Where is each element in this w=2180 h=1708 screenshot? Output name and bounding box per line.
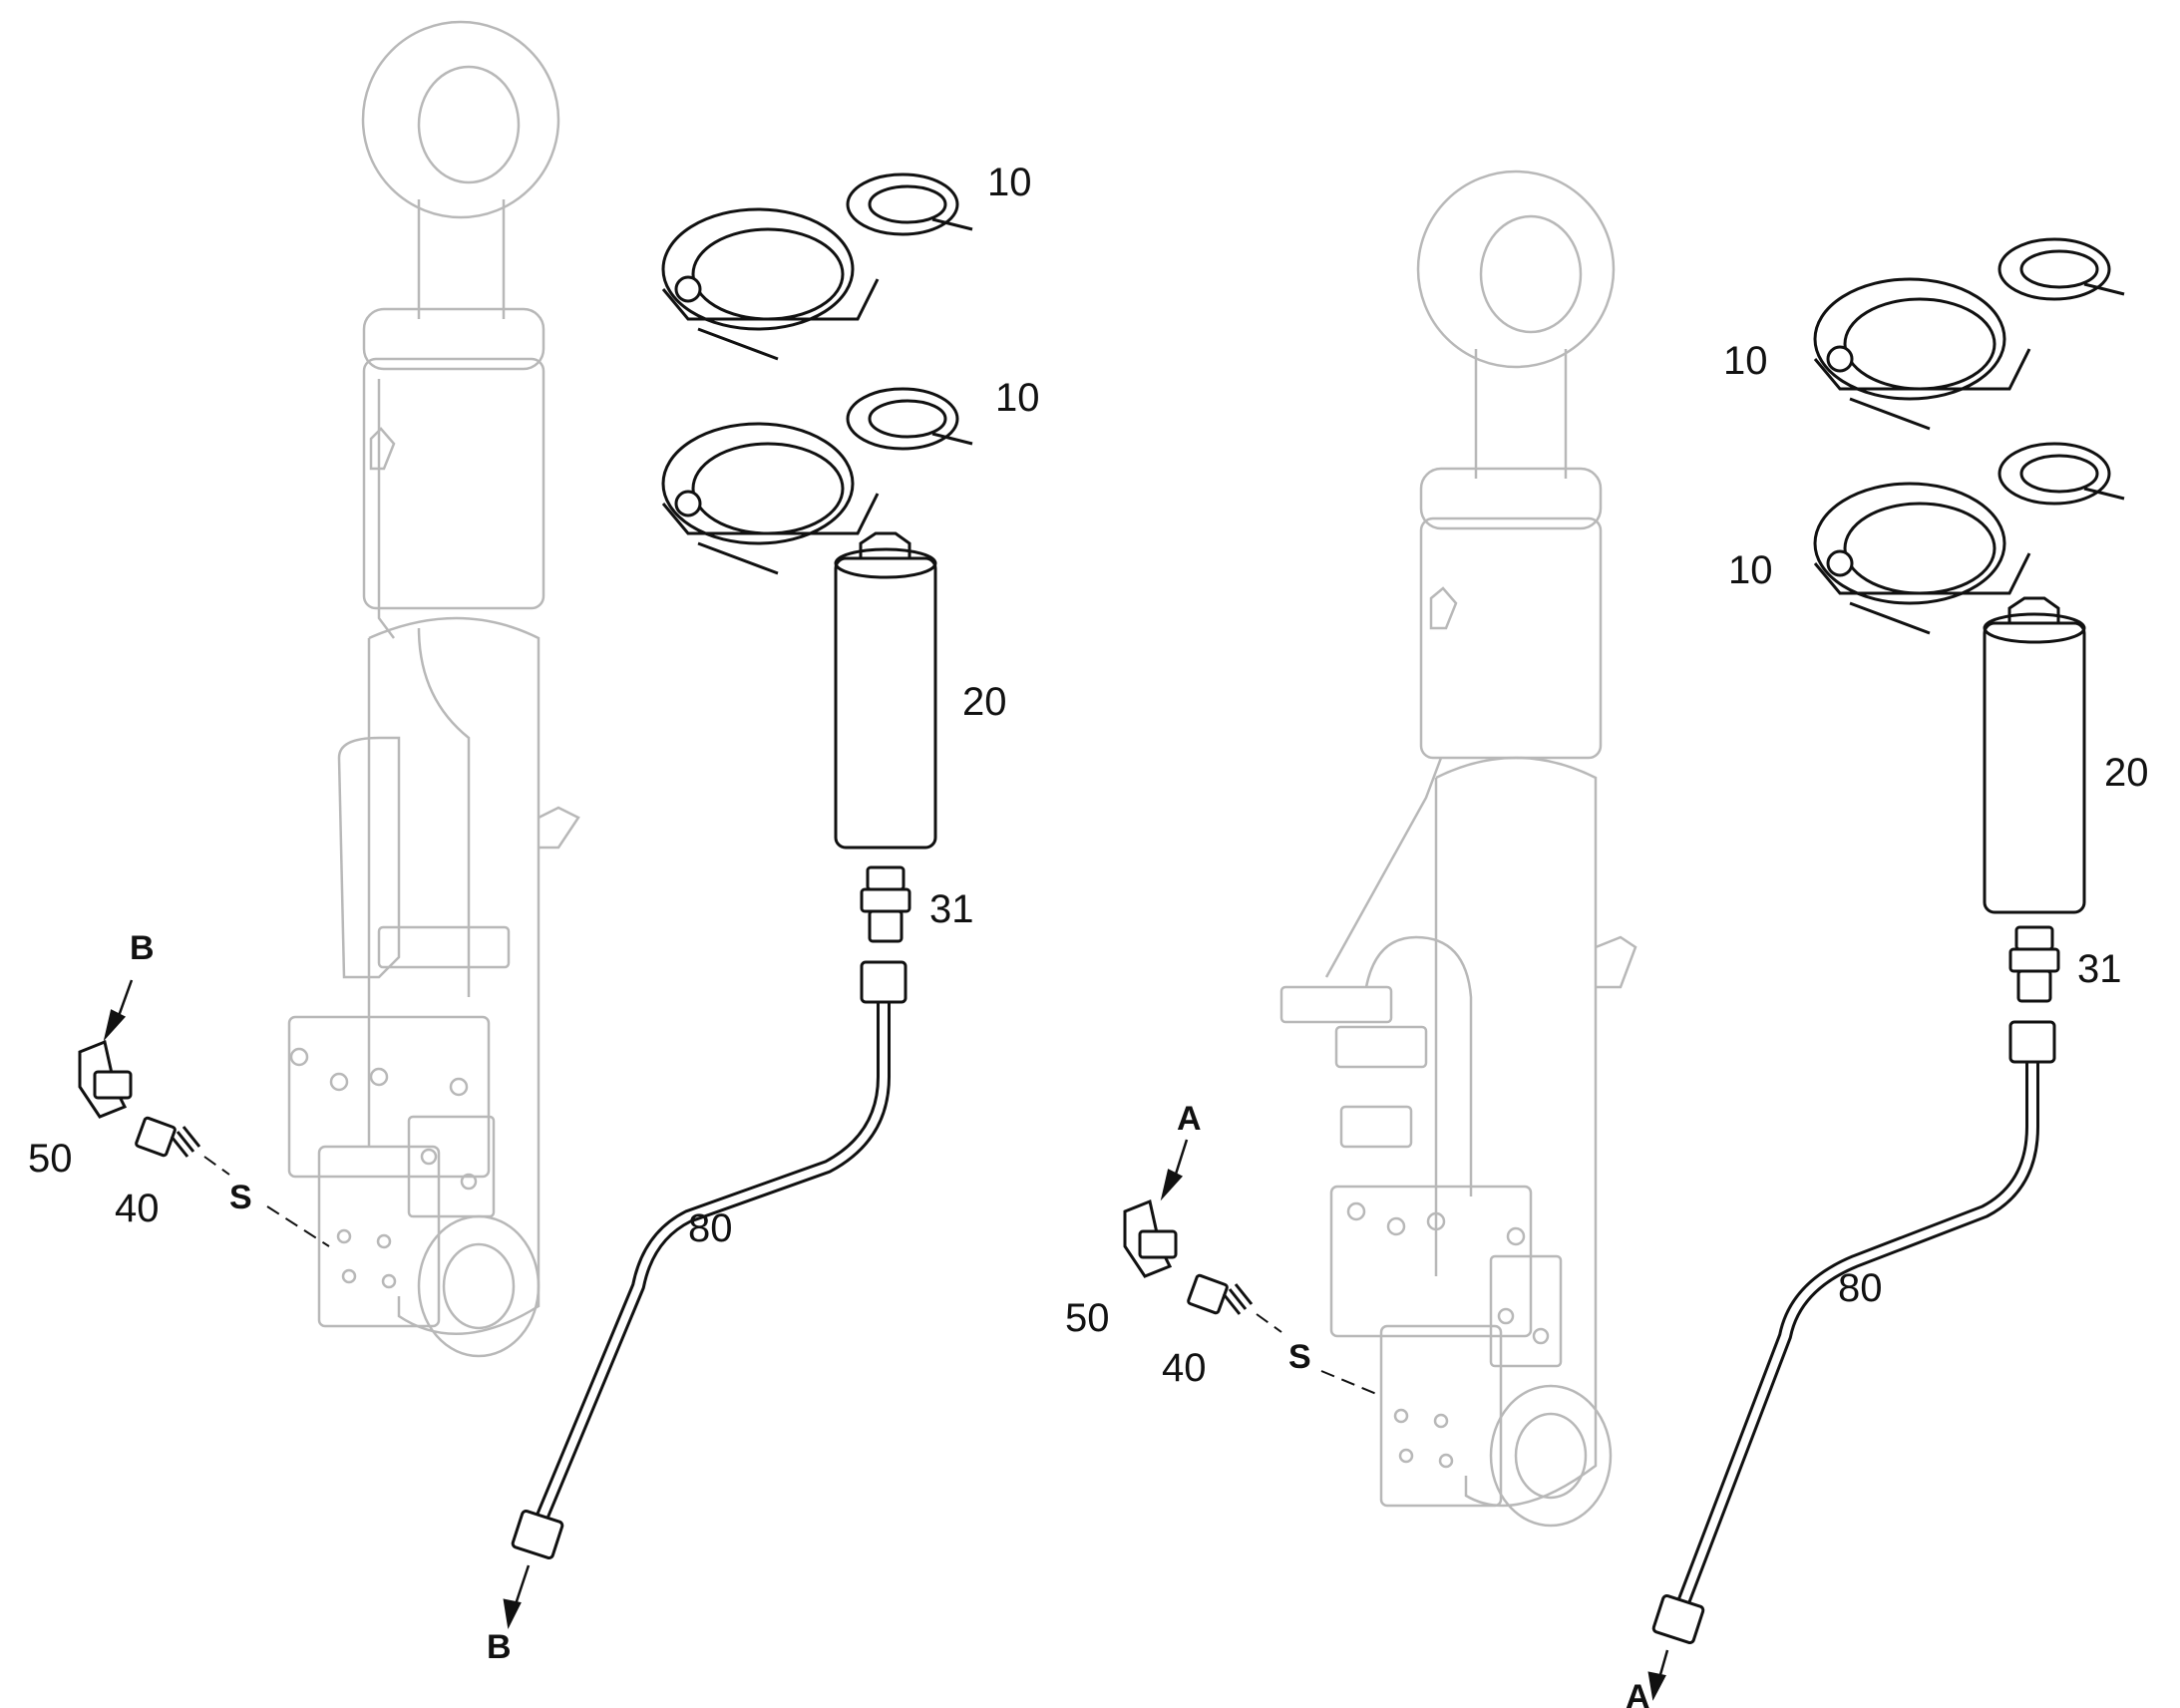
right-clamp-upper [1813, 237, 2125, 431]
right-accumulator [1983, 596, 2086, 914]
left-callout-pipe: 80 [688, 1206, 733, 1250]
right-elbow [1123, 1198, 1178, 1278]
left-callout-clamp-upper: 10 [987, 161, 1032, 204]
right-pipe [1651, 1020, 2056, 1645]
left-hydraulic-cylinder [287, 20, 580, 1358]
left-connection-bottom: B [487, 1628, 512, 1666]
left-adapter [860, 865, 911, 943]
left-fitting [135, 1116, 201, 1158]
left-callout-elbow: 50 [28, 1137, 73, 1181]
left-s-leader-2 [266, 1205, 330, 1247]
left-port-label: S [229, 1179, 252, 1216]
right-arrow-top [1160, 1139, 1189, 1201]
right-adapter [2008, 925, 2060, 1003]
left-connection-top: B [130, 929, 155, 967]
left-assembly: 10 10 20 31 80 50 40 S B B [28, 20, 1040, 1666]
left-callout-clamp-lower: 10 [995, 376, 1040, 420]
right-callout-pipe: 80 [1838, 1266, 1883, 1310]
left-pipe [511, 960, 908, 1560]
left-callout-adapter: 31 [929, 887, 974, 931]
left-s-leader [203, 1156, 230, 1176]
right-callout-adapter: 31 [2077, 947, 2122, 991]
left-clamp-upper [661, 172, 973, 361]
right-connection-bottom: A [1626, 1678, 1650, 1708]
right-callout-clamp-lower: 10 [1728, 548, 1773, 592]
right-clamp-lower [1813, 442, 2125, 635]
right-callout-accumulator: 20 [2104, 751, 2149, 795]
right-s-leader [1256, 1313, 1282, 1333]
left-arrow-top [103, 979, 134, 1042]
right-fitting [1187, 1273, 1254, 1315]
right-s-leader-2 [1320, 1370, 1382, 1397]
right-connection-top: A [1177, 1100, 1202, 1138]
left-clamp-lower [661, 387, 973, 575]
right-callout-elbow: 50 [1065, 1296, 1110, 1340]
right-hydraulic-cylinder [1279, 170, 1637, 1528]
right-assembly: 10 10 20 31 80 50 40 S A A [1065, 170, 2149, 1708]
right-arrow-bottom [1647, 1649, 1669, 1701]
right-port-label: S [1288, 1338, 1311, 1376]
left-accumulator [834, 531, 937, 850]
right-callout-fitting: 40 [1162, 1346, 1207, 1390]
left-elbow [78, 1039, 133, 1119]
right-callout-clamp-upper: 10 [1723, 339, 1768, 383]
left-callout-fitting: 40 [115, 1187, 160, 1230]
left-callout-accumulator: 20 [962, 680, 1007, 724]
left-arrow-bottom [503, 1564, 531, 1630]
